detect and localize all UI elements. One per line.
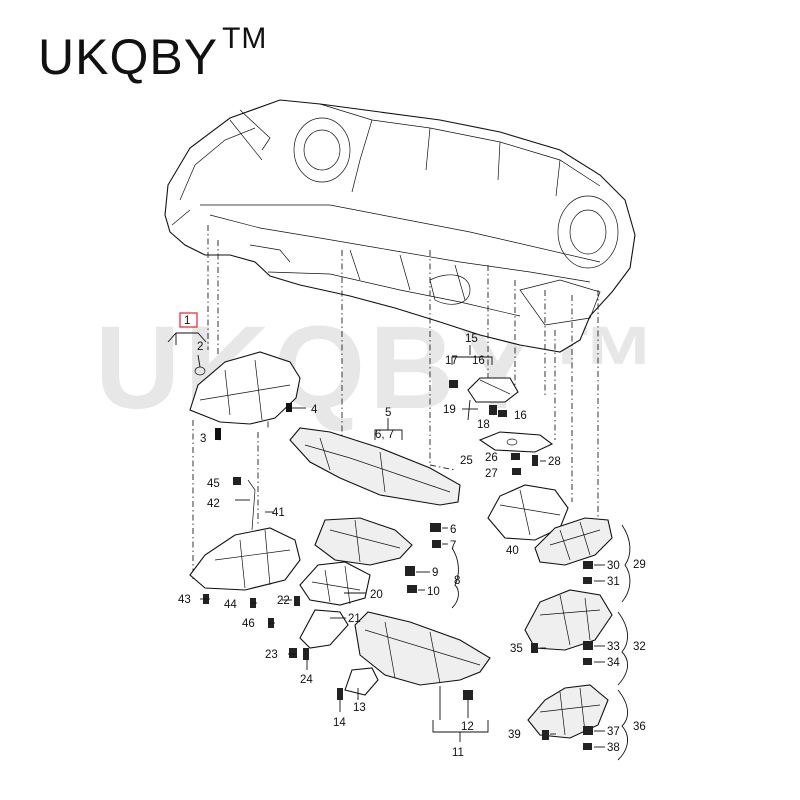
callout-12: 12 [461,721,474,733]
callout-10: 10 [427,586,440,598]
callout-40: 40 [506,545,519,557]
callout-25: 25 [460,455,473,467]
callout-44: 44 [224,599,237,611]
rear-right-shield-29 [534,517,613,566]
callout-35: 35 [510,643,523,655]
callout-6-7: 6, 7 [375,429,394,441]
center-tunnel-shield [289,427,461,506]
callout-37: 37 [607,726,620,738]
callout-41: 41 [272,507,285,519]
callout-30: 30 [607,560,620,572]
callout-27: 27 [485,468,498,480]
callout-45: 45 [207,478,220,490]
rear-shield-32 [524,589,613,651]
callout-33: 33 [607,641,620,653]
callout-15: 15 [465,333,478,345]
callout-4: 4 [311,404,318,416]
callout-46: 46 [242,618,255,630]
rear-right-bracket [467,377,519,403]
callout-7: 7 [450,540,456,552]
callout-21: 21 [348,613,361,625]
bracket-13 [344,667,379,696]
front-shield-upper [189,351,301,425]
brand-trademark: TM [222,22,268,55]
callout-36: 36 [633,721,646,733]
callout-5: 5 [385,407,391,419]
skid-plate-20 [299,561,371,606]
callout-11: 11 [452,747,464,759]
callout-8: 8 [454,575,460,587]
callout-24: 24 [300,674,313,686]
callout-38: 38 [607,742,620,754]
callout-1: 1 [184,315,190,327]
callout-42: 42 [207,498,220,510]
bracket-25 [478,431,554,453]
callout-14: 14 [333,717,346,729]
callout-26: 26 [485,452,498,464]
callout-labels: 1 2 3 4 5 6, 7 15 17 16 19 16 18 25 26 2… [178,315,646,759]
callout-19: 19 [443,404,456,416]
callout-31: 31 [607,576,620,588]
callout-22: 22 [277,595,290,607]
bracket-21 [299,609,349,649]
front-shield-lower [189,479,301,591]
callout-20: 20 [370,589,383,601]
brand-name: UKQBY [38,29,219,85]
callout-43: 43 [178,594,191,606]
part-1-highlight-box [179,312,198,328]
leader-lines [200,399,605,748]
bracket-1 [167,332,207,343]
callout-29: 29 [633,559,646,571]
rear-shield-36 [527,684,609,739]
callout-18: 18 [477,419,490,431]
car-underbody [164,99,636,353]
callout-32: 32 [633,641,646,653]
center-bracket-6-10 [314,517,413,566]
rear-left-shield-40 [487,484,569,541]
callout-23: 23 [265,649,278,661]
callout-39: 39 [508,729,521,741]
callout-28: 28 [548,456,561,468]
rear-lower-shield-11 [354,611,491,686]
callout-34: 34 [607,657,620,669]
callout-17: 17 [445,355,458,367]
callout-9: 9 [432,567,438,579]
callout-6: 6 [450,524,456,536]
callout-3: 3 [200,433,206,445]
callout-2: 2 [197,341,203,353]
callout-16: 16 [514,410,527,422]
callout-16-top: 16 [472,355,485,367]
callout-13: 13 [353,702,366,714]
